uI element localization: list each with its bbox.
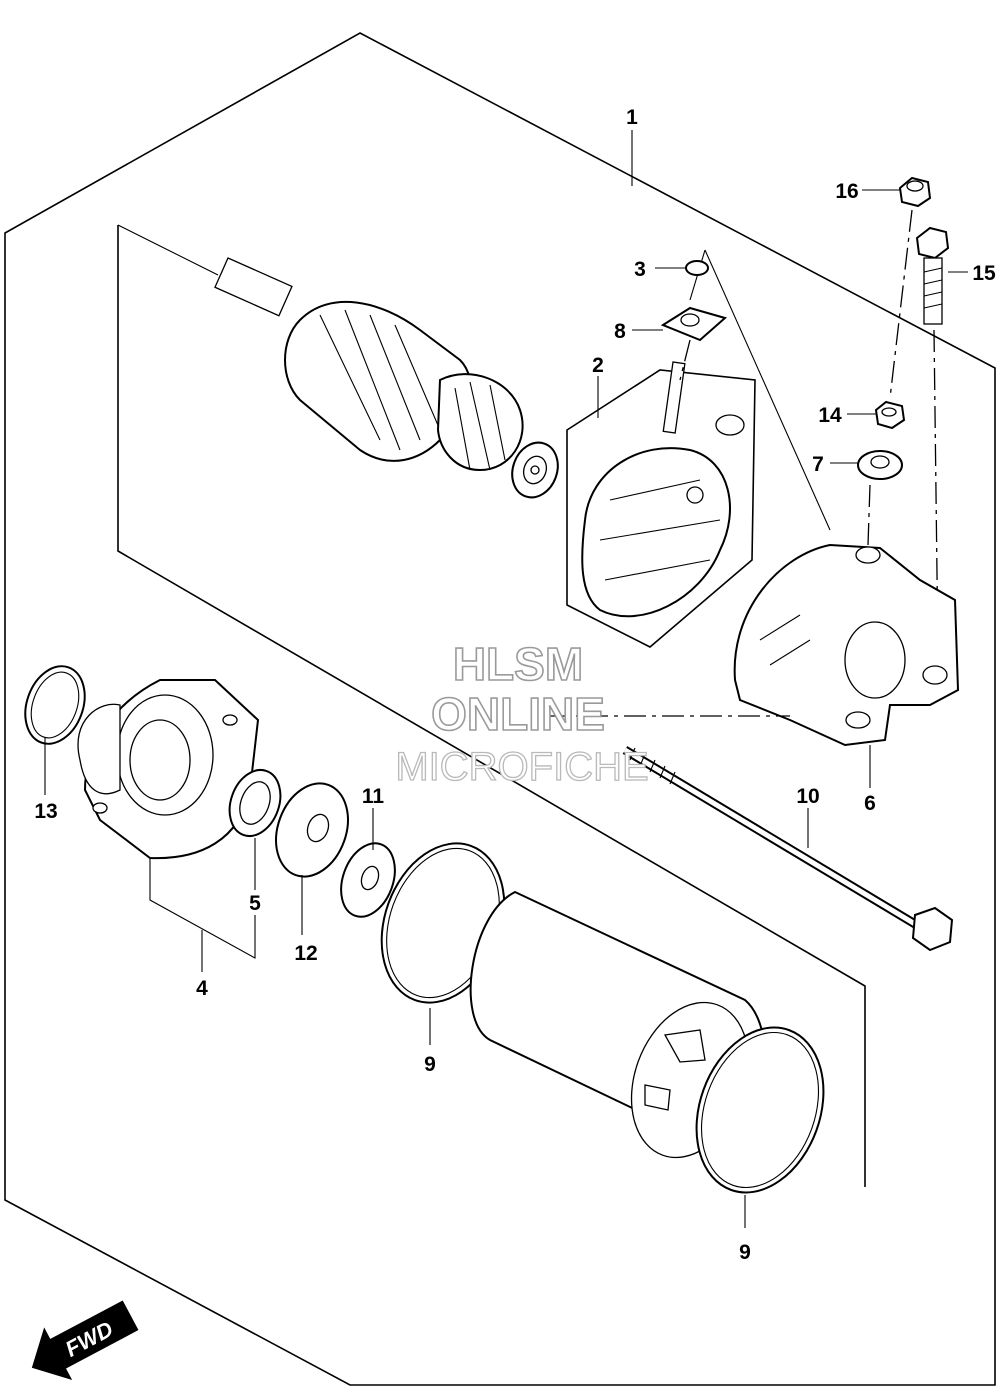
assembly-outline <box>4 32 996 1386</box>
callout-15: 15 <box>972 262 996 285</box>
callout-4: 4 <box>196 977 208 1000</box>
front-housing <box>77 679 260 860</box>
callout-1: 1 <box>626 106 638 129</box>
callout-6: 6 <box>864 792 876 815</box>
callout-13: 13 <box>34 800 57 823</box>
callout-10: 10 <box>796 785 819 808</box>
o-ring-3 <box>685 260 709 276</box>
watermark-line1: HLSM <box>453 638 583 690</box>
fwd-badge: FWD <box>31 1300 139 1381</box>
callout-labels: 1 2 3 4 5 6 7 8 9 9 10 11 12 13 14 15 16 <box>34 106 996 1264</box>
watermark-line2: ONLINE <box>431 688 605 740</box>
plate-8 <box>660 306 728 342</box>
callout-3: 3 <box>634 258 646 281</box>
callout-8: 8 <box>614 320 626 343</box>
through-bolt-10 <box>622 746 954 952</box>
watermark-line3: MICROFICHE <box>395 745 648 789</box>
callout-16: 16 <box>835 180 858 203</box>
watermark: HLSM ONLINE MICROFICHE <box>395 637 650 789</box>
leader-lines <box>44 130 968 1228</box>
callout-9b: 9 <box>739 1241 751 1264</box>
callout-12: 12 <box>294 942 317 965</box>
armature <box>214 257 559 499</box>
nut-14 <box>874 400 906 430</box>
bolt-15 <box>915 226 950 325</box>
nut-16 <box>898 176 932 208</box>
callout-11: 11 <box>362 785 385 808</box>
o-ring-9-lower <box>695 1026 825 1194</box>
callout-7: 7 <box>812 453 824 476</box>
arrow-icon <box>31 1300 139 1381</box>
brush-holder <box>566 361 756 648</box>
washer-7 <box>857 450 903 480</box>
callout-14: 14 <box>818 404 842 427</box>
callout-2: 2 <box>592 354 604 377</box>
callout-5: 5 <box>249 892 261 915</box>
inner-outline <box>117 225 866 1187</box>
rear-cover <box>733 543 960 747</box>
callout-9a: 9 <box>424 1053 436 1076</box>
